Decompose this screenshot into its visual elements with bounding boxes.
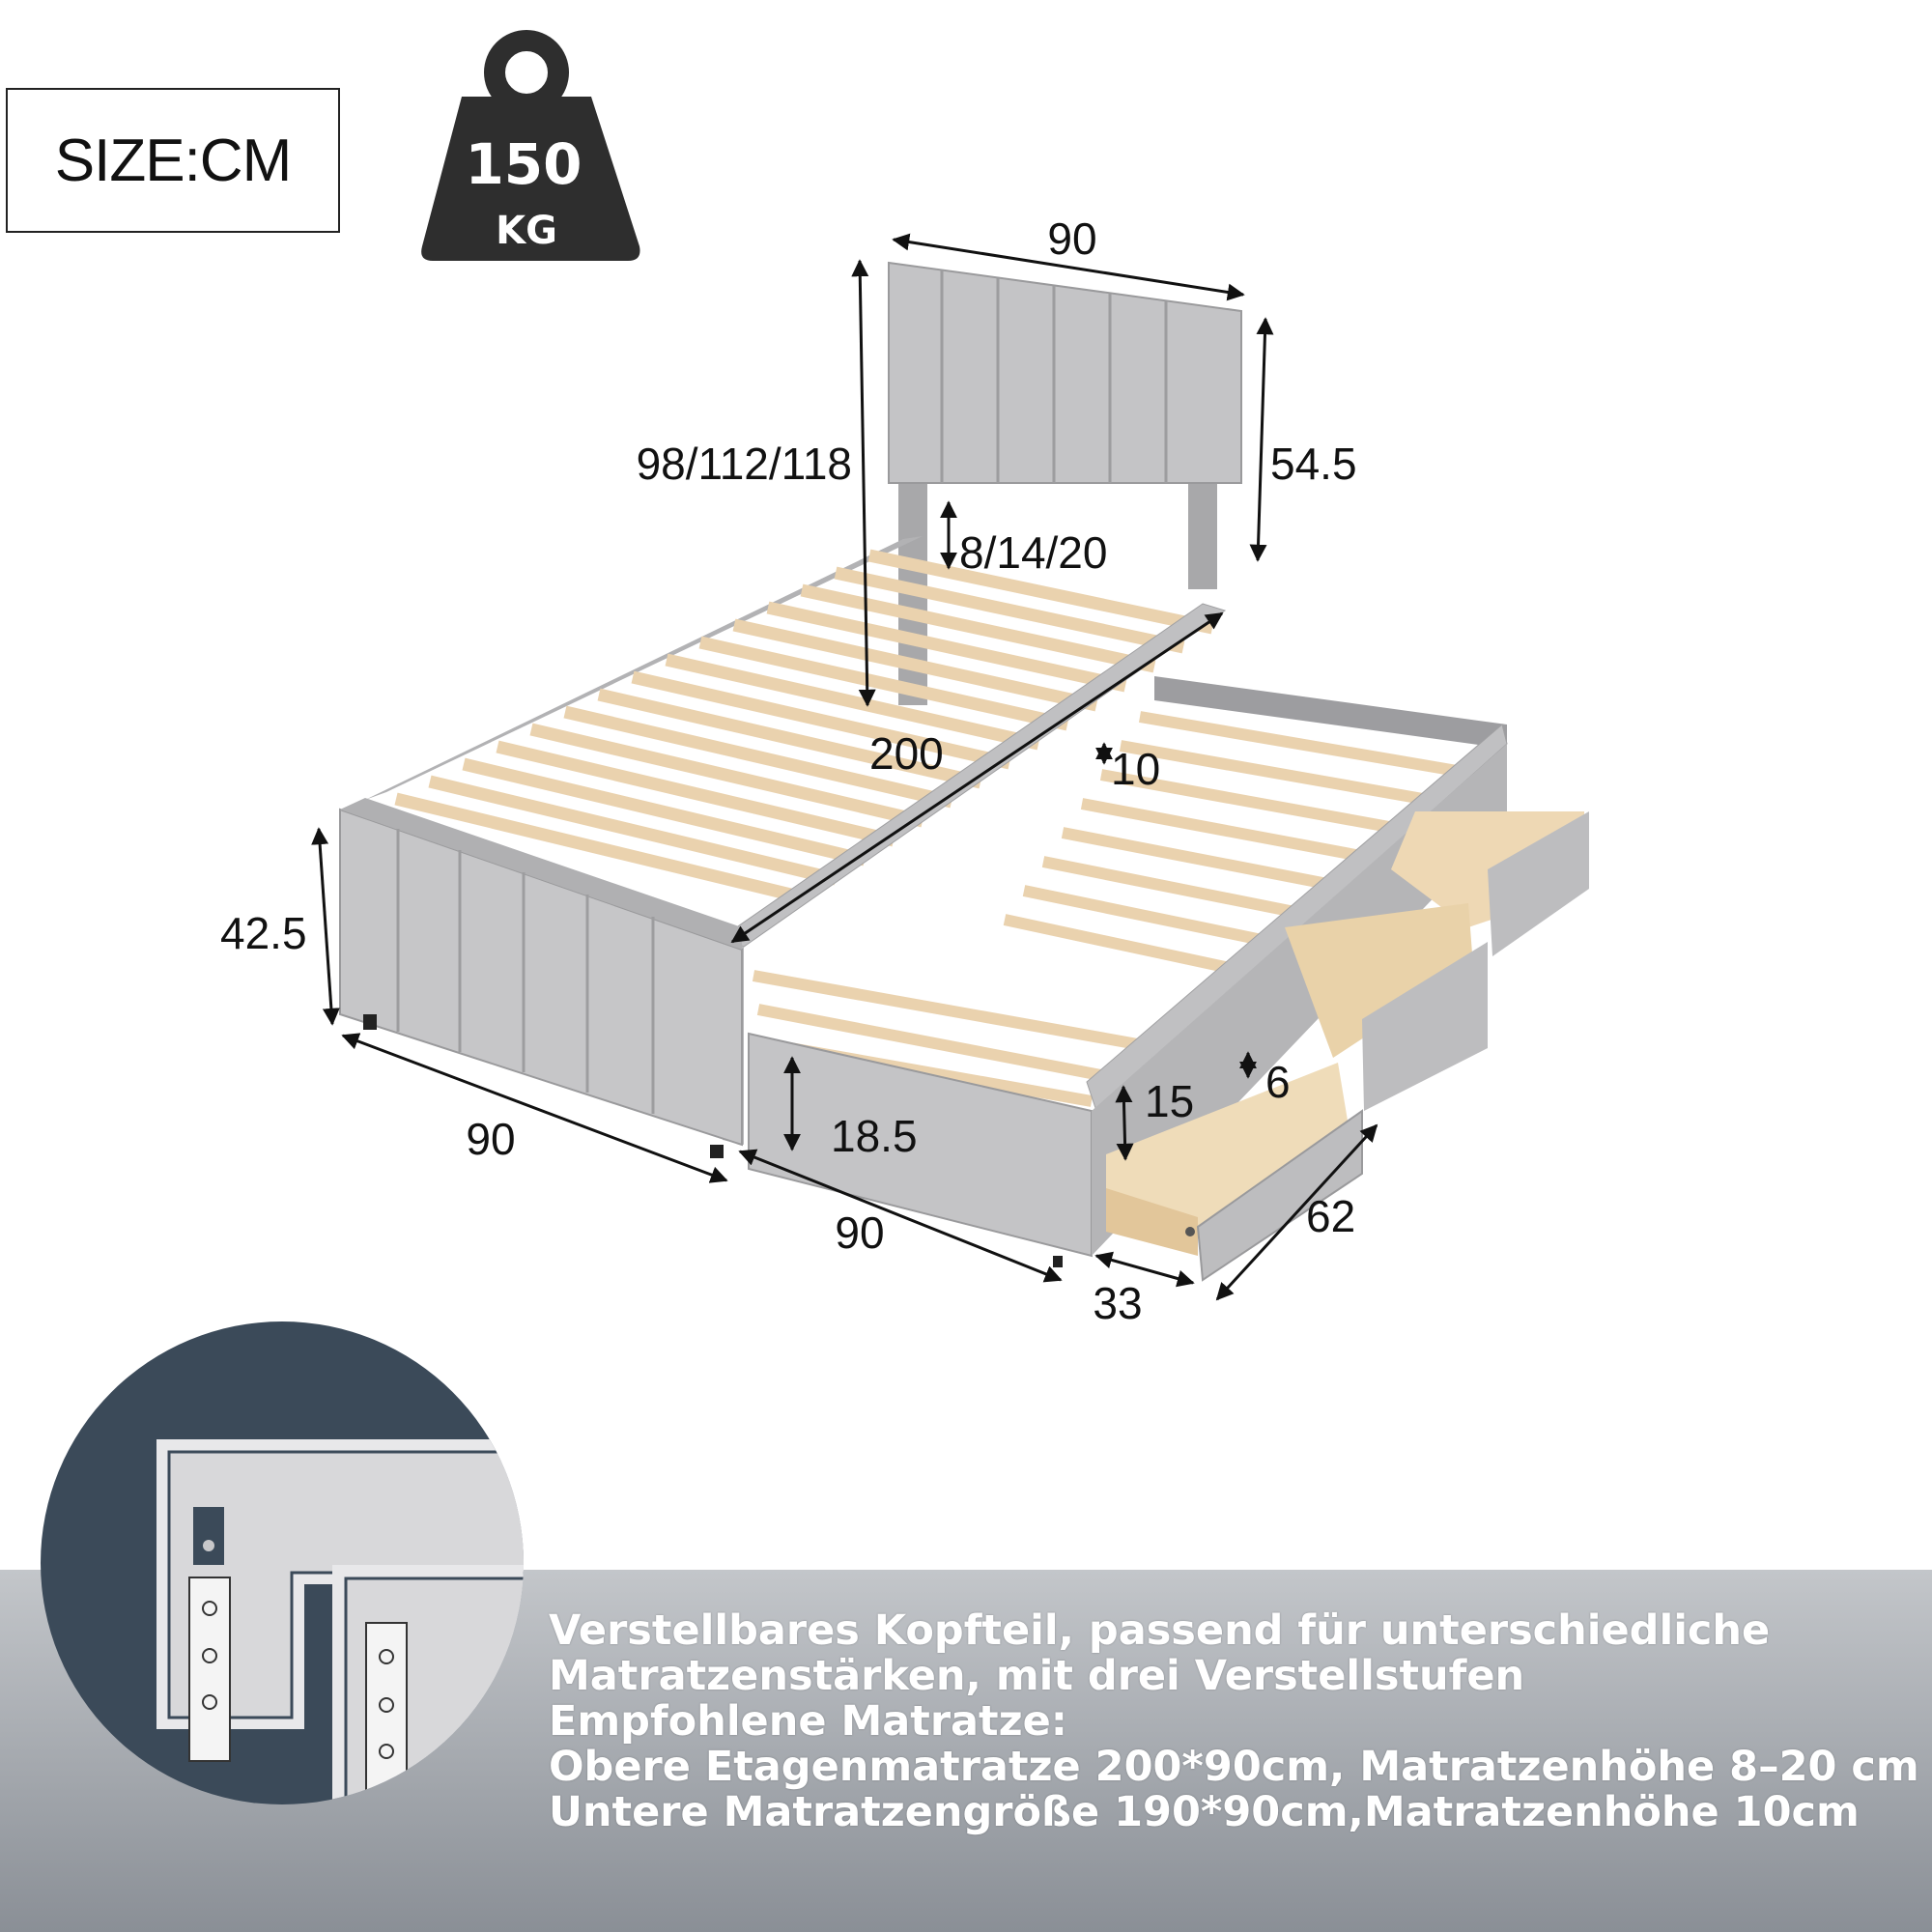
headboard [888, 261, 1242, 484]
dim-drawer-inner-height: 6 [1265, 1057, 1291, 1107]
dim-bed-height: 42.5 [220, 908, 307, 958]
dim-drawer-side-height: 15 [1145, 1076, 1194, 1126]
description-line: Untere Matratzengröße 190*90cm,Matratzen… [549, 1788, 1860, 1836]
weight-value: 150 [465, 131, 582, 197]
dim-trundle-height: 18.5 [831, 1111, 918, 1161]
dim-headboard-width: 90 [1047, 213, 1096, 264]
size-label: SIZE:CM [6, 88, 340, 233]
dim-bed-width: 90 [466, 1114, 515, 1164]
dim-trundle-mattress-height: 10 [1111, 744, 1160, 794]
dim-drawer-length: 62 [1306, 1191, 1355, 1241]
description-line: Obere Etagenmatratze 200*90cm, Matratzen… [549, 1743, 1919, 1791]
description-text: Verstellbares Kopfteil, passend für unte… [549, 1608, 1920, 1835]
dimension-lines [311, 233, 1378, 1301]
dim-headboard-adjust: 8/14/20 [959, 527, 1107, 578]
dim-headboard-panel-height: 54.5 [1270, 439, 1357, 489]
dim-drawer-width: 33 [1093, 1278, 1142, 1328]
dim-bed-length: 200 [869, 728, 944, 779]
dim-headboard-total-height: 98/112/118 [637, 439, 852, 489]
description-line: Matratzenstärken, mit drei Verstellstufe… [549, 1652, 1525, 1700]
description-line: Verstellbares Kopfteil, passend für unte… [549, 1606, 1771, 1655]
weight-icon: 150 KG [421, 30, 640, 261]
weight-unit: KG [496, 209, 557, 253]
dim-trundle-width: 90 [835, 1208, 884, 1258]
dimension-labels: 90 98/112/118 54.5 8/14/20 200 10 42.5 9… [220, 213, 1357, 1328]
description-line: Empfohlene Matratze: [549, 1697, 1067, 1746]
